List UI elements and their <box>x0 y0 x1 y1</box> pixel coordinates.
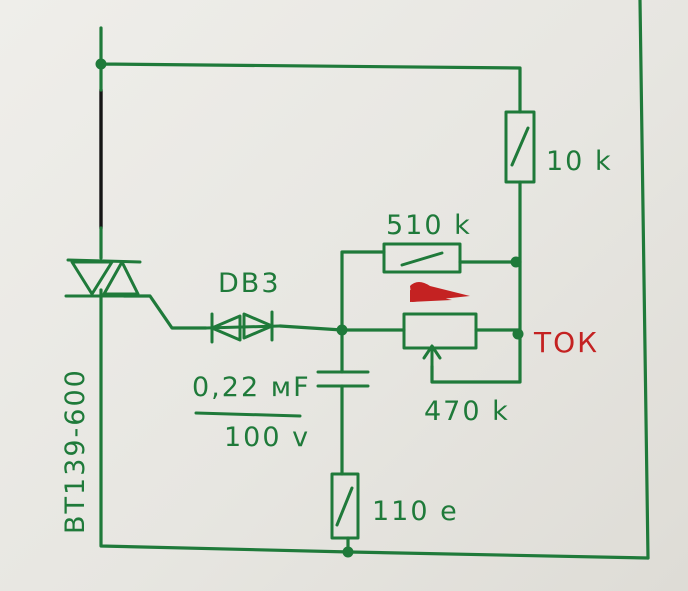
label-pot-note: ТОК <box>533 326 599 359</box>
label-r-parallel: 510 k <box>386 210 472 241</box>
diac-half-right <box>242 310 274 342</box>
triac-triangle-up <box>102 260 140 296</box>
triac-gate-wire <box>122 294 208 330</box>
bottom-rail-wire <box>99 288 650 560</box>
resistor-510k-mark <box>400 251 444 267</box>
sheet-right-edge <box>638 0 650 560</box>
label-pot: 470 k <box>424 396 510 427</box>
junction-diac-cap <box>336 324 348 336</box>
top-rail-wire <box>99 26 522 114</box>
triac-triangle-down <box>70 260 114 296</box>
diac-node-wire <box>278 324 344 374</box>
resistor-110e-mark <box>335 486 354 527</box>
resistor-10k-mark <box>510 126 530 167</box>
junction-r510k-right <box>510 256 522 268</box>
resistor-110e <box>330 472 360 540</box>
label-r-top: 10 k <box>546 146 613 177</box>
pot-wiper-wire <box>430 333 522 384</box>
pot-wiper-arrow <box>422 344 442 368</box>
diac-half-left <box>210 312 242 344</box>
r510k-left-wire <box>340 250 386 332</box>
resistor-10k <box>504 110 536 184</box>
adjust-arrow-fill <box>410 282 470 302</box>
label-cap-value: 0,22 мF <box>192 372 311 403</box>
cap-label-divider <box>194 411 302 418</box>
resistor-510k <box>382 242 462 274</box>
junction-pot-right <box>512 328 524 340</box>
potentiometer-470k <box>402 312 478 350</box>
junction-bottom <box>342 546 354 558</box>
label-r-bottom: 110 e <box>372 496 459 527</box>
label-diac: DB3 <box>218 268 281 299</box>
label-cap-voltage: 100 v <box>224 422 310 453</box>
junction-top-left <box>95 58 107 70</box>
label-triac: BT139-600 <box>60 368 91 534</box>
